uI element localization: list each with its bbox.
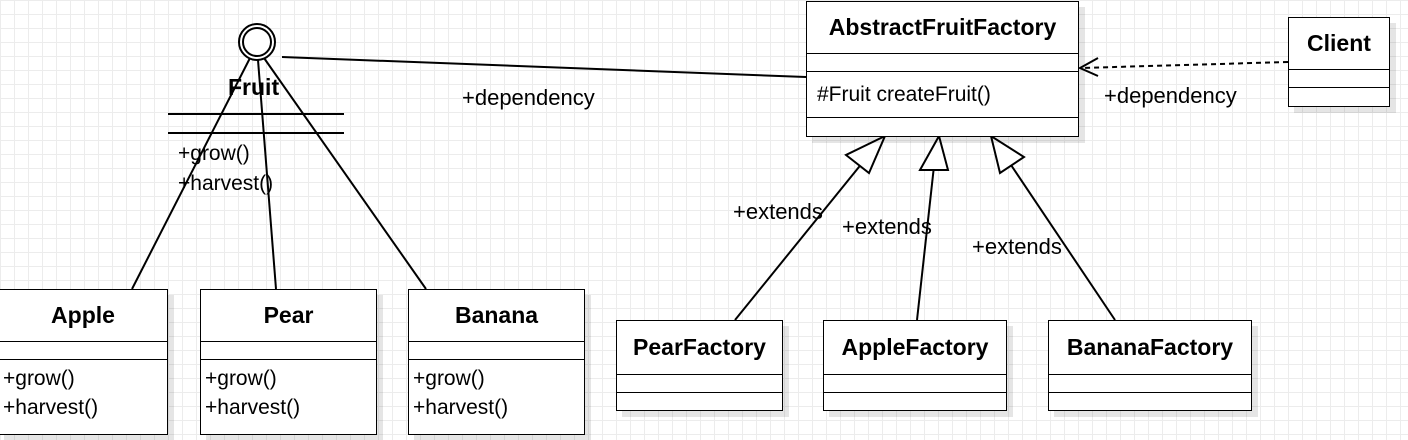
label-extends-banana: +extends bbox=[972, 234, 1062, 259]
extends-arrow-pear bbox=[844, 133, 887, 175]
interface-lollipop-inner bbox=[242, 27, 272, 57]
extends-line-pear bbox=[734, 161, 864, 321]
class-attributes bbox=[617, 375, 782, 393]
class-name: BananaFactory bbox=[1049, 321, 1251, 375]
class-attributes bbox=[0, 342, 167, 360]
label-dependency-fruit: +dependency bbox=[462, 85, 595, 110]
class-banana-factory[interactable]: BananaFactory bbox=[1048, 320, 1252, 411]
class-operations: +grow() +harvest() bbox=[201, 360, 376, 422]
class-attributes bbox=[807, 54, 1078, 72]
extends-line-banana bbox=[1008, 161, 1116, 321]
label-extends-pear: +extends bbox=[733, 199, 823, 224]
label-dependency-client: +dependency bbox=[1104, 83, 1237, 108]
extends-arrow-banana bbox=[989, 133, 1026, 175]
class-operations: +grow() +harvest() bbox=[0, 360, 167, 422]
class-pear[interactable]: Pear +grow() +harvest() bbox=[200, 289, 377, 435]
extends-arrow-apple bbox=[918, 133, 950, 171]
interface-lollipop-icon bbox=[238, 23, 276, 61]
class-name: Apple bbox=[0, 290, 167, 342]
class-client[interactable]: Client bbox=[1288, 17, 1390, 107]
class-name: Client bbox=[1289, 18, 1389, 70]
class-attributes bbox=[409, 342, 584, 360]
op-grow: +grow() bbox=[413, 367, 485, 390]
class-name: PearFactory bbox=[617, 321, 782, 375]
extends-line-apple bbox=[916, 165, 935, 321]
class-abstract-fruit-factory[interactable]: AbstractFruitFactory #Fruit createFruit(… bbox=[806, 1, 1079, 137]
label-extends-apple: +extends bbox=[842, 214, 932, 239]
class-operations: #Fruit createFruit() bbox=[807, 72, 1078, 118]
class-banana[interactable]: Banana +grow() +harvest() bbox=[408, 289, 585, 435]
op-create-fruit: #Fruit createFruit() bbox=[817, 83, 991, 106]
dependency-arrow-head bbox=[1077, 57, 1099, 77]
op-grow: +grow() bbox=[3, 367, 75, 390]
dependency-line-fruit bbox=[281, 56, 807, 78]
realization-line-pear bbox=[257, 59, 277, 290]
fruit-interface-name: Fruit bbox=[228, 74, 280, 100]
class-pear-factory[interactable]: PearFactory bbox=[616, 320, 783, 411]
realization-line-apple bbox=[131, 57, 251, 290]
dependency-line-client bbox=[1079, 61, 1289, 69]
class-attributes bbox=[1049, 375, 1251, 393]
fruit-op-grow: +grow() bbox=[178, 142, 250, 165]
class-attributes bbox=[201, 342, 376, 360]
class-name: Pear bbox=[201, 290, 376, 342]
class-attributes bbox=[824, 375, 1006, 393]
class-name: AbstractFruitFactory bbox=[807, 2, 1078, 54]
op-harvest: +harvest() bbox=[3, 396, 99, 419]
class-attributes bbox=[1289, 70, 1389, 88]
op-grow: +grow() bbox=[205, 367, 277, 390]
class-apple-factory[interactable]: AppleFactory bbox=[823, 320, 1007, 411]
fruit-op-harvest: +harvest() bbox=[178, 172, 274, 195]
class-name: AppleFactory bbox=[824, 321, 1006, 375]
class-operations: +grow() +harvest() bbox=[409, 360, 584, 422]
class-name: Banana bbox=[409, 290, 584, 342]
op-harvest: +harvest() bbox=[205, 396, 301, 419]
class-apple[interactable]: Apple +grow() +harvest() bbox=[0, 289, 168, 435]
op-harvest: +harvest() bbox=[413, 396, 509, 419]
realization-line-banana bbox=[263, 57, 427, 290]
